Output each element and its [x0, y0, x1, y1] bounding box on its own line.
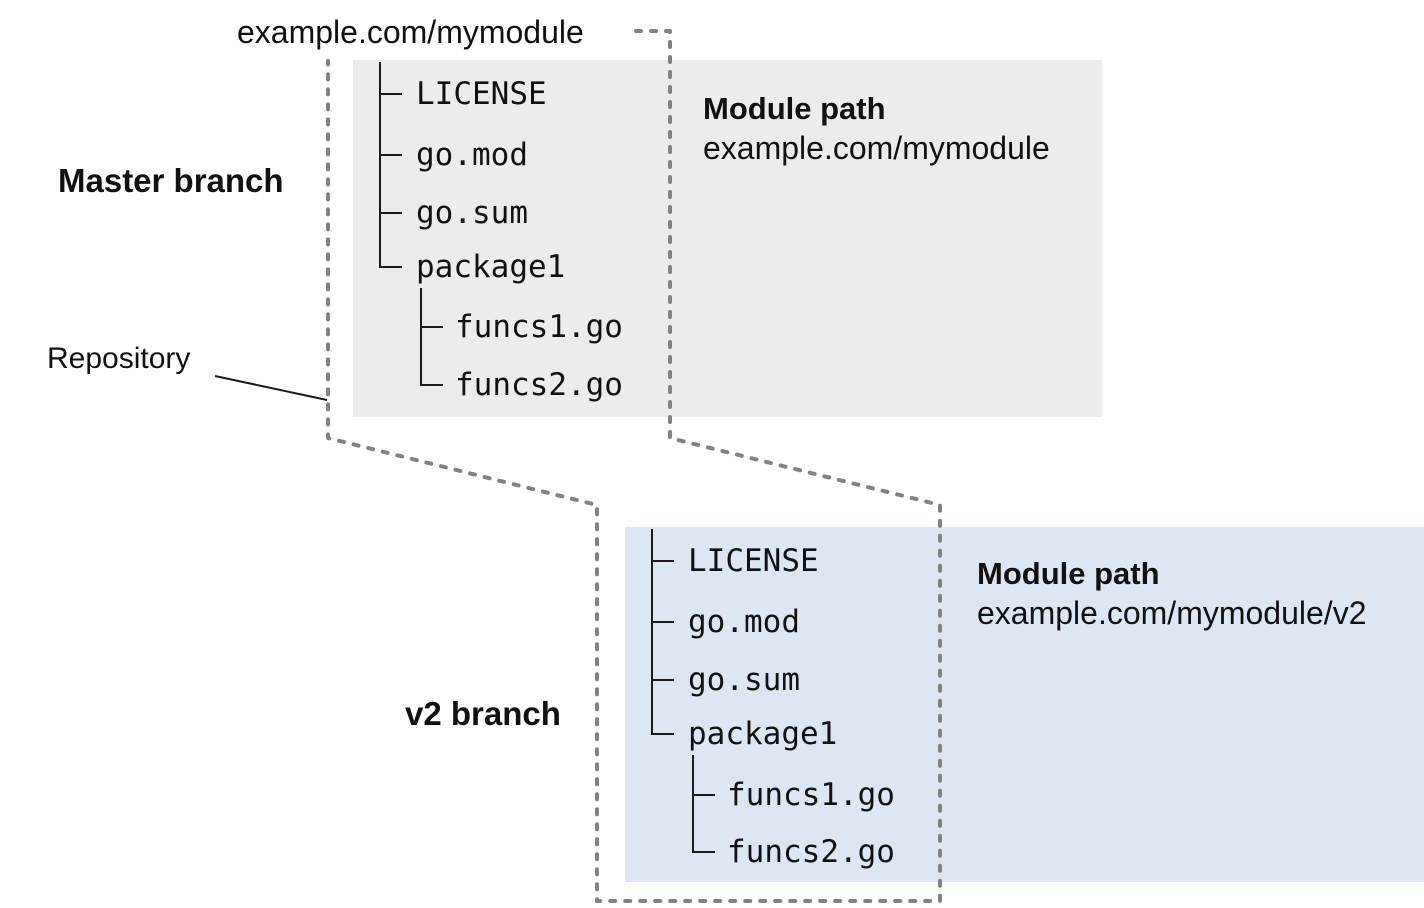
v2-tree-item-funcs2: funcs2.go [727, 834, 895, 870]
v2-tree-item-funcs1: funcs1.go [727, 777, 895, 813]
master-tree-item-gosum: go.sum [416, 195, 528, 231]
v2-branch-label: v2 branch [405, 695, 561, 732]
v2-module-path-value: example.com/mymodule/v2 [977, 595, 1367, 631]
master-module-path-value: example.com/mymodule [703, 130, 1050, 166]
v2-tree-item-package1: package1 [688, 716, 838, 752]
repository-pointer-line [214, 375, 328, 401]
master-tree-item-license: LICENSE [416, 76, 547, 112]
v2-tree-item-license: LICENSE [688, 543, 819, 579]
v2-tree-item-gomod: go.mod [688, 604, 800, 640]
v2-module-path-title: Module path [977, 556, 1160, 591]
master-tree-item-funcs1: funcs1.go [455, 309, 623, 345]
master-module-path-title: Module path [703, 91, 886, 126]
master-branch-label: Master branch [58, 162, 284, 199]
repo-url-label: example.com/mymodule [237, 14, 584, 50]
master-tree-item-gomod: go.mod [416, 137, 528, 173]
master-tree-item-package1: package1 [416, 249, 566, 285]
repository-label: Repository [47, 342, 191, 375]
v2-tree-item-gosum: go.sum [688, 662, 800, 698]
master-tree-item-funcs2: funcs2.go [455, 367, 623, 403]
